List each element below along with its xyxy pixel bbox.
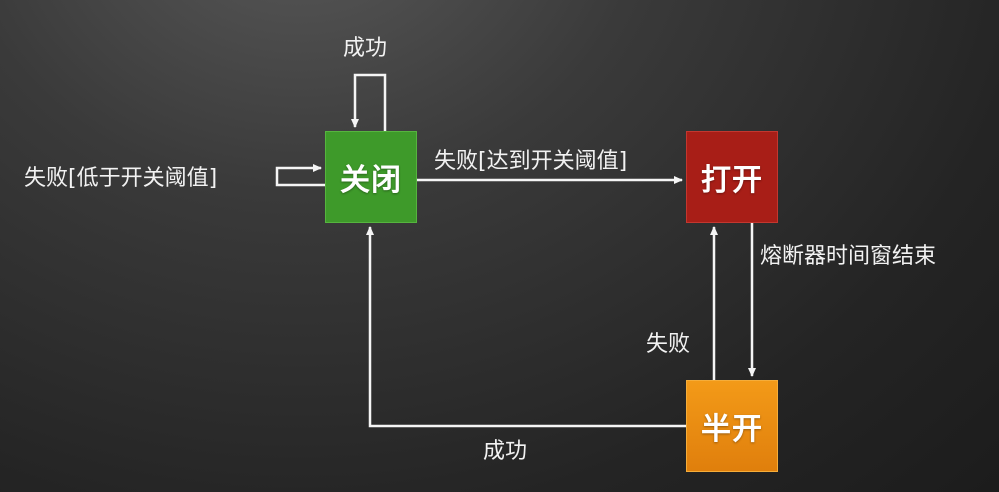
state-closed: 关闭	[325, 131, 417, 223]
label-open-to-half-open: 熔断器时间窗结束	[760, 244, 937, 269]
label-half-open-to-open: 失败	[646, 332, 691, 357]
arrow-closed-self-failure	[275, 164, 325, 187]
label-closed-self-failure: 失败[低于开关阈值]	[24, 166, 218, 191]
arrow-half-open-to-closed	[366, 226, 686, 428]
state-half-open: 半开	[686, 380, 778, 472]
label-closed-to-open: 失败[达到开关阈值]	[434, 149, 628, 174]
label-closed-self-success: 成功	[343, 36, 388, 61]
state-open: 打开	[686, 131, 778, 223]
arrow-closed-self-success	[351, 73, 387, 131]
label-half-open-to-closed: 成功	[483, 439, 528, 464]
